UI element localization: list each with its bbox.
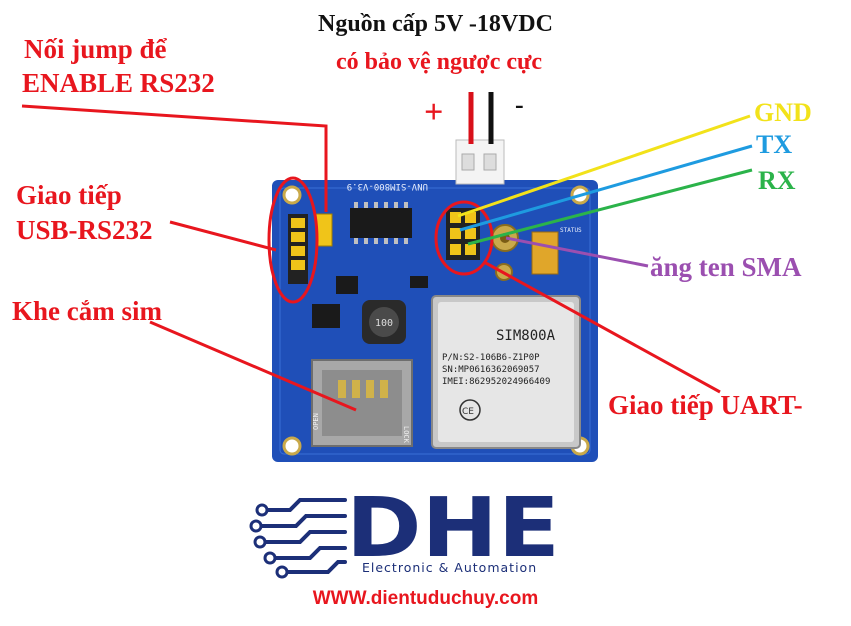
logo-circuit-graphic	[254, 498, 347, 574]
mount-hole	[282, 185, 302, 205]
logo-brand-text: DHE	[346, 481, 560, 576]
power-title-line1: Nguồn cấp 5V -18VDC	[318, 11, 553, 37]
svg-text:CE: CE	[462, 407, 474, 417]
mount-hole	[282, 436, 302, 456]
module-pn-text: P/N:S2-106B6-Z1P0P	[442, 353, 540, 363]
inductor-text: 100	[375, 318, 393, 329]
power-plus-sign: +	[424, 94, 444, 131]
logo-subtitle: Electronic & Automation	[362, 560, 538, 575]
gnd-label: GND	[754, 98, 812, 127]
tx-label: TX	[756, 130, 793, 159]
jump-label-line2: ENABLE RS232	[22, 68, 215, 98]
sim-open-text: OPEN	[312, 413, 320, 430]
power-title-line2: có bảo vệ ngược cực	[336, 49, 543, 75]
power-minus-sign: -	[515, 90, 524, 119]
usb-label-line1: Giao tiếp	[16, 180, 122, 210]
uart-pointer-line	[483, 260, 721, 394]
jump-label-line1: Nối jump để	[24, 34, 167, 64]
antenna-label: ăng ten SMA	[650, 252, 802, 282]
uart-label: Giao tiếp UART-	[608, 390, 803, 420]
rx-wire	[467, 168, 753, 246]
silk-top-text: UNV-SIM800-V3.9	[347, 181, 428, 191]
usb-label-line2: USB-RS232	[16, 215, 153, 245]
sim-slot-label: Khe cắm sim	[12, 296, 162, 326]
gnd-wire	[457, 114, 751, 218]
antenna-wire	[505, 236, 649, 268]
jump-pointer-line	[21, 104, 328, 212]
usb-pointer-line	[169, 220, 277, 252]
status-text: STATUS	[560, 227, 582, 234]
sim-lock-text: LOCK	[402, 426, 410, 444]
website-url[interactable]: WWW.dientuduchuy.com	[312, 588, 539, 609]
module-sn-text: SN:MP0616362069057	[442, 365, 540, 375]
sim-pointer-line	[149, 320, 357, 412]
usb-highlight-circle	[267, 176, 319, 304]
module-name-text: SIM800A	[496, 328, 556, 344]
tantalum-capacitor	[531, 231, 559, 275]
tx-wire	[459, 144, 753, 232]
rx-label: RX	[758, 166, 796, 195]
module-imei-text: IMEI:862952024966409	[442, 377, 550, 387]
ic-chip	[350, 208, 412, 238]
ce-mark	[459, 399, 481, 421]
